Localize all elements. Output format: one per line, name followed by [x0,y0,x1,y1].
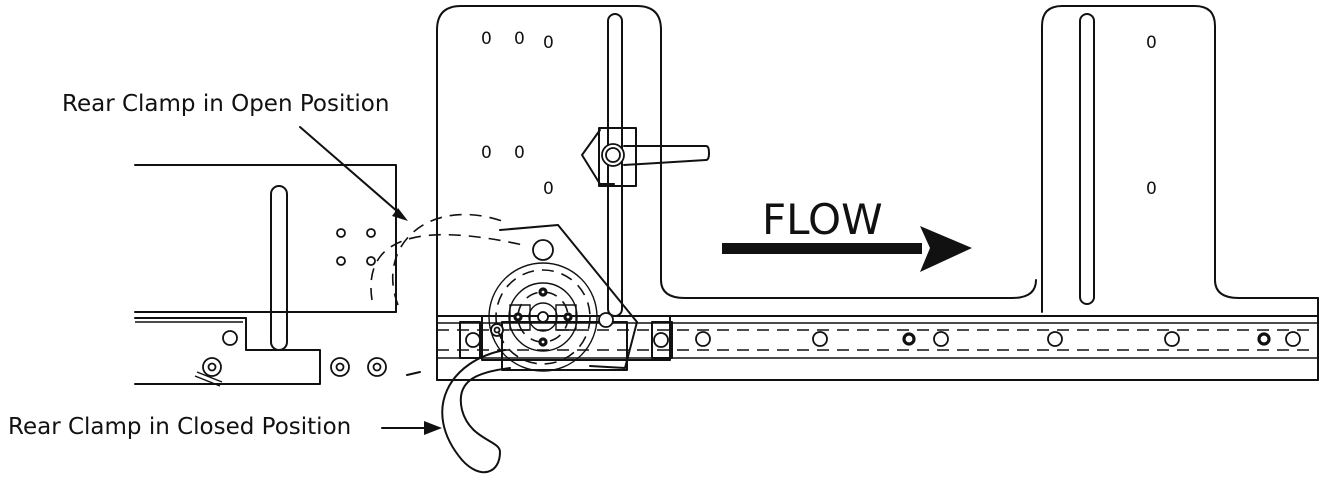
svg-text:0: 0 [1146,179,1157,199]
left-infeed-section [134,164,397,387]
rear-clamp-closed-outline [406,349,511,474]
svg-text:0: 0 [543,179,554,199]
flow-direction-arrow: FLOW [722,195,972,272]
right-upright-plate: 0 0 [1041,5,1319,313]
adjustment-knob [581,127,710,187]
clamp-hub-assembly [459,224,673,372]
rear-clamp-open-label: Rear Clamp in Open Position [62,91,389,117]
svg-text:0: 0 [514,143,525,163]
left-vertical-slot [270,185,288,351]
rear-clamp-closed-label: Rear Clamp in Closed Position [8,414,351,440]
right-plate-vertical-slot [1079,13,1095,305]
callout-rear-clamp-open: Rear Clamp in Open Position [62,91,408,221]
svg-text:0: 0 [543,33,554,53]
flow-label: FLOW [762,195,883,244]
rear-clamp-open-outline [370,213,524,306]
svg-text:0: 0 [481,143,492,163]
left-upright-plate: 0 0 0 0 0 0 [436,5,1037,321]
svg-text:0: 0 [481,29,492,49]
svg-text:0: 0 [514,29,525,49]
callout-rear-clamp-closed: Rear Clamp in Closed Position [8,414,442,440]
svg-text:0: 0 [1146,33,1157,53]
